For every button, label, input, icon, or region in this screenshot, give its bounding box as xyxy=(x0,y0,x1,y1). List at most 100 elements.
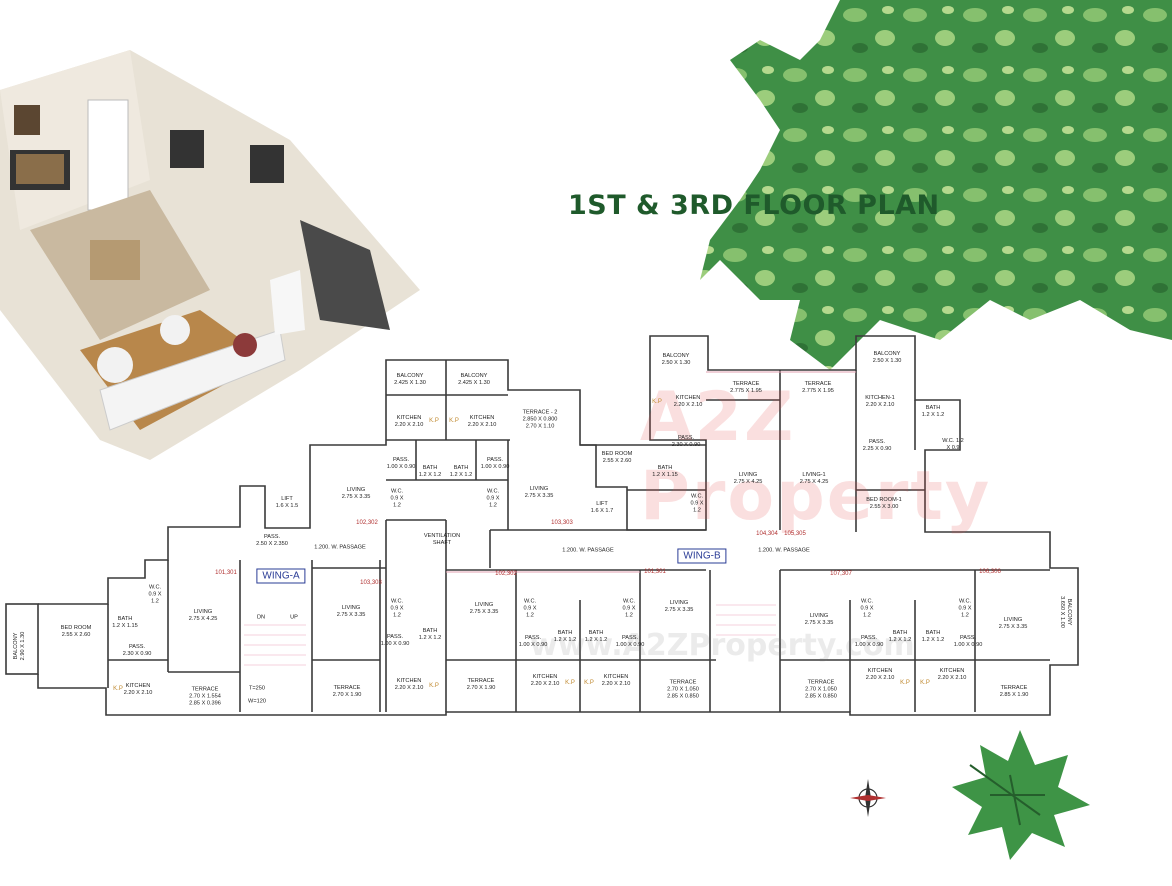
room-label: TERRACE - 2 2.850 X 0.800 2.70 X 1.10 xyxy=(522,409,558,430)
stair-down-label: DN xyxy=(256,614,266,621)
room-label: BATH 1.2 X 1.2 xyxy=(418,465,442,478)
room-label: KITCHEN 2.20 X 2.10 xyxy=(394,678,424,691)
room-label: W.C. 1.2 X 0.9 xyxy=(942,438,964,451)
room-label: PASS. 2.50 X 2.350 xyxy=(256,534,288,547)
room-label: BED ROOM 2.55 X 2.60 xyxy=(601,451,633,464)
kp-label: K.P xyxy=(113,686,123,692)
room-label: 1.200. W. PASSAGE xyxy=(562,547,614,554)
unit-number: 106,306 xyxy=(979,569,1001,575)
kp-label: K.P xyxy=(565,680,575,686)
room-label: PASS. 1.00 X 0.90 xyxy=(854,635,884,648)
room-label: LIVING 2.75 X 3.35 xyxy=(469,602,499,615)
wing-b-label: WING-B xyxy=(677,548,727,564)
apartment-3d-render xyxy=(0,50,420,460)
room-label: W.C. 0.9 X 1.2 xyxy=(690,493,704,514)
room-label: KITCHEN 2.20 X 2.10 xyxy=(865,668,895,681)
room-label: LIVING 2.75 X 4.25 xyxy=(733,472,763,485)
room-label: KITCHEN 2.20 X 2.10 xyxy=(467,415,497,428)
unit-number: 105,305 xyxy=(784,531,806,537)
unit-number: 101,301 xyxy=(215,570,237,576)
room-label: W.C. 0.9 X 1.2 xyxy=(390,598,404,619)
room-label: PASS. 2.30 X 0.90 xyxy=(122,644,152,657)
room-label: LIVING 2.75 X 3.35 xyxy=(664,600,694,613)
room-label: TERRACE 2.70 X 1.90 xyxy=(332,685,362,698)
kp-label: K.P xyxy=(900,680,910,686)
room-label: BALCONY 2.425 X 1.30 xyxy=(394,373,426,386)
room-label: KITCHEN 2.20 X 2.10 xyxy=(937,668,967,681)
room-label: BALCONY 2.90 X 1.30 xyxy=(13,631,26,661)
room-label: KITCHEN 2.20 X 2.10 xyxy=(394,415,424,428)
unit-number: 102,302 xyxy=(495,571,517,577)
room-label: BATH 1.2 X 1.2 xyxy=(418,628,442,641)
room-label: BATH 1.2 X 1.2 xyxy=(921,630,945,643)
room-label: BED ROOM 2.55 X 2.60 xyxy=(60,625,92,638)
room-label: TERRACE 2.70 X 1.90 xyxy=(466,678,496,691)
room-label: W.C. 0.9 X 1.2 xyxy=(523,598,537,619)
room-label: 1.200. W. PASSAGE xyxy=(314,544,366,551)
room-label: BATH 1.2 X 1.15 xyxy=(652,465,678,478)
room-label: W.C. 0.9 X 1.2 xyxy=(622,598,636,619)
room-label: PASS. 1.00 X 0.90 xyxy=(480,457,510,470)
unit-number: 101,301 xyxy=(644,569,666,575)
kp-label: K.P xyxy=(584,680,594,686)
leaf-decoration-small xyxy=(952,730,1090,860)
stair-tread-label: T=250 xyxy=(248,685,266,692)
room-label: PASS. 1.00 X 0.90 xyxy=(386,457,416,470)
kp-label: K.P xyxy=(652,399,662,405)
room-label: BALCONY 2.425 X 1.30 xyxy=(458,373,490,386)
room-label: LIVING 2.75 X 4.25 xyxy=(188,609,218,622)
unit-number: 102,302 xyxy=(356,520,378,526)
room-label: 1.200. W. PASSAGE xyxy=(758,547,810,554)
unit-number: 103,303 xyxy=(551,520,573,526)
room-label: PASS. 2.30 X 0.90 xyxy=(671,435,701,448)
room-label: LIFT 1.6 X 1.5 xyxy=(275,496,299,509)
room-label: TERRACE 2.775 X 1.95 xyxy=(730,381,762,394)
room-label: W.C. 0.9 X 1.2 xyxy=(390,488,404,509)
room-label: TERRACE 2.70 X 1.050 2.85 X 0.850 xyxy=(805,679,837,700)
room-label: BATH 1.2 X 1.15 xyxy=(112,616,138,629)
room-label: BALCONY 2.50 X 1.30 xyxy=(661,353,691,366)
room-label: LIVING 2.75 X 3.35 xyxy=(998,617,1028,630)
room-label: LIVING 2.75 X 3.35 xyxy=(524,486,554,499)
room-label: W.C. 0.9 X 1.2 xyxy=(148,584,162,605)
room-label: W.C. 0.9 X 1.2 xyxy=(958,598,972,619)
room-label: KITCHEN 2.20 X 2.10 xyxy=(530,674,560,687)
unit-number: 107,307 xyxy=(830,571,852,577)
watermark-text: A2Z Property xyxy=(640,378,992,536)
unit-number: 103,303 xyxy=(360,580,382,586)
kp-label: K.P xyxy=(429,418,439,424)
room-label: LIVING 2.75 X 3.35 xyxy=(336,605,366,618)
kp-label: K.P xyxy=(920,680,930,686)
room-label: BATH 1.2 X 1.2 xyxy=(553,630,577,643)
room-label: W.C. 0.9 X 1.2 xyxy=(486,488,500,509)
wing-a-label: WING-A xyxy=(256,568,306,584)
room-label: VENTILATION SHAFT xyxy=(423,533,461,546)
room-label: TERRACE 2.775 X 1.95 xyxy=(802,381,834,394)
room-label: TERRACE 2.70 X 1.554 2.85 X 0.396 xyxy=(189,686,221,707)
room-label: BATH 1.2 X 1.2 xyxy=(584,630,608,643)
room-label: LIFT 1.6 X 1.7 xyxy=(590,501,614,514)
room-label: PASS. 1.00 X 0.90 xyxy=(380,634,410,647)
unit-number: 104,304 xyxy=(756,531,778,537)
room-label: BED ROOM-1 2.55 X 3.00 xyxy=(866,497,902,510)
kp-label: K.P xyxy=(449,418,459,424)
watermark-url: www.A2ZProperty.com xyxy=(530,628,915,663)
room-label: KITCHEN 2.20 X 2.10 xyxy=(123,683,153,696)
room-label: BALCONY 2.50 X 1.30 xyxy=(872,351,902,364)
room-label: KITCHEN 2.20 X 2.10 xyxy=(601,674,631,687)
room-label: PASS. 1.00 X 0.90 xyxy=(615,635,645,648)
room-label: BATH 1.2 X 1.2 xyxy=(888,630,912,643)
page-title: 1ST & 3RD FLOOR PLAN xyxy=(568,190,940,221)
room-label: BATH 1.2 X 1.2 xyxy=(921,405,945,418)
room-label: W.C. 0.9 X 1.2 xyxy=(860,598,874,619)
kp-label: K.P xyxy=(429,683,439,689)
room-label: LIVING 2.75 X 3.35 xyxy=(341,487,371,500)
room-label: LIVING-1 2.75 X 4.25 xyxy=(799,472,829,485)
room-label: BALCONY 3.650 X 1.00 xyxy=(1059,596,1072,628)
room-label: PASS. 2.25 X 0.90 xyxy=(862,439,892,452)
room-label: KITCHEN-1 2.20 X 2.10 xyxy=(865,395,895,408)
room-label: TERRACE 2.85 X 1.90 xyxy=(999,685,1029,698)
